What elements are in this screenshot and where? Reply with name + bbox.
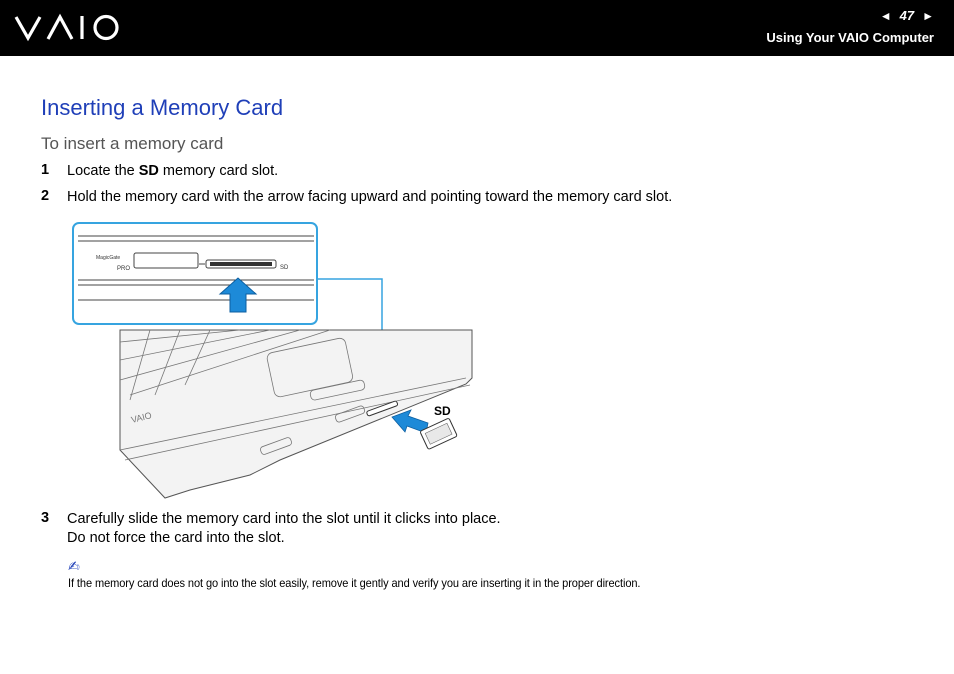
laptop-drawing <box>119 329 473 499</box>
sd-callout-label: SD <box>434 404 451 418</box>
page-title: Inserting a Memory Card <box>41 95 284 120</box>
step-2: 2 Hold the memory card with the arrow fa… <box>41 188 672 207</box>
vaio-logo <box>14 13 119 42</box>
page-header: ◄ 47 ► Using Your VAIO Computer <box>0 0 954 56</box>
procedure-subtitle: To insert a memory card <box>41 134 224 153</box>
sd-insert-arrow-icon <box>391 409 429 434</box>
step-number: 3 <box>41 510 50 526</box>
sd-slot-label: SD <box>280 265 289 271</box>
sd-card-icon <box>420 418 458 450</box>
step-number: 2 <box>41 188 50 204</box>
section-title: Using Your VAIO Computer <box>766 30 934 45</box>
note-pencil-icon: ✍ <box>68 558 80 574</box>
sd-emphasis: SD <box>138 163 159 179</box>
page-number: 47 <box>899 8 915 23</box>
page-navigation: ◄ 47 ► <box>880 8 934 23</box>
step-text: Locate the SD memory card slot. <box>67 163 279 179</box>
magicgate-label: MagicGate <box>96 255 120 261</box>
note-text: If the memory card does not go into the … <box>68 576 641 590</box>
step-text: Carefully slide the memory card into the… <box>67 510 501 548</box>
insert-direction-arrow-icon <box>218 277 258 313</box>
memory-card-illustration: MagicGate PRO SD VAIO SD <box>72 222 473 499</box>
pro-label: PRO <box>117 266 130 272</box>
next-page-arrow-icon[interactable]: ► <box>922 8 934 23</box>
step-number: 1 <box>41 162 50 178</box>
previous-page-arrow-icon[interactable]: ◄ <box>879 8 892 23</box>
step-text: Hold the memory card with the arrow faci… <box>67 189 673 205</box>
step-1: 1 Locate the SD memory card slot. <box>41 162 278 181</box>
step-3-line-1: Carefully slide the memory card into the… <box>67 511 501 527</box>
step-3-line-2: Do not force the card into the slot. <box>67 530 285 546</box>
svg-text:VAIO: VAIO <box>130 410 153 425</box>
step-3: 3 Carefully slide the memory card into t… <box>41 510 501 548</box>
